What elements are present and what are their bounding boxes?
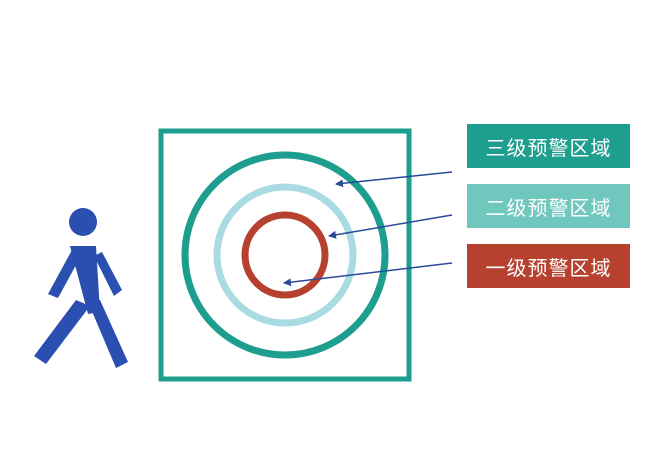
zone-level1-ring: [241, 211, 329, 299]
zone-level3-ring: [181, 151, 389, 359]
zone-level3-label: 三级预警区域: [467, 124, 630, 168]
walker-arm-back: [48, 250, 82, 298]
zone-level2-label: 二级预警区域: [467, 184, 630, 228]
arrow-to-level1: [283, 262, 453, 287]
walker-leg-back: [34, 300, 90, 364]
arrow-to-level2: [328, 214, 453, 239]
zone-level1-label: 一级预警区域: [467, 244, 630, 288]
zone-level2-ring: [213, 183, 357, 327]
walker-head: [69, 208, 97, 236]
walker-leg-front: [88, 300, 128, 368]
walker-arm-front: [94, 252, 122, 296]
walker-torso: [70, 246, 100, 314]
person-walking-icon: [34, 208, 128, 368]
arrow-to-level3: [335, 171, 453, 188]
monitoring-area-frame: [158, 128, 412, 382]
